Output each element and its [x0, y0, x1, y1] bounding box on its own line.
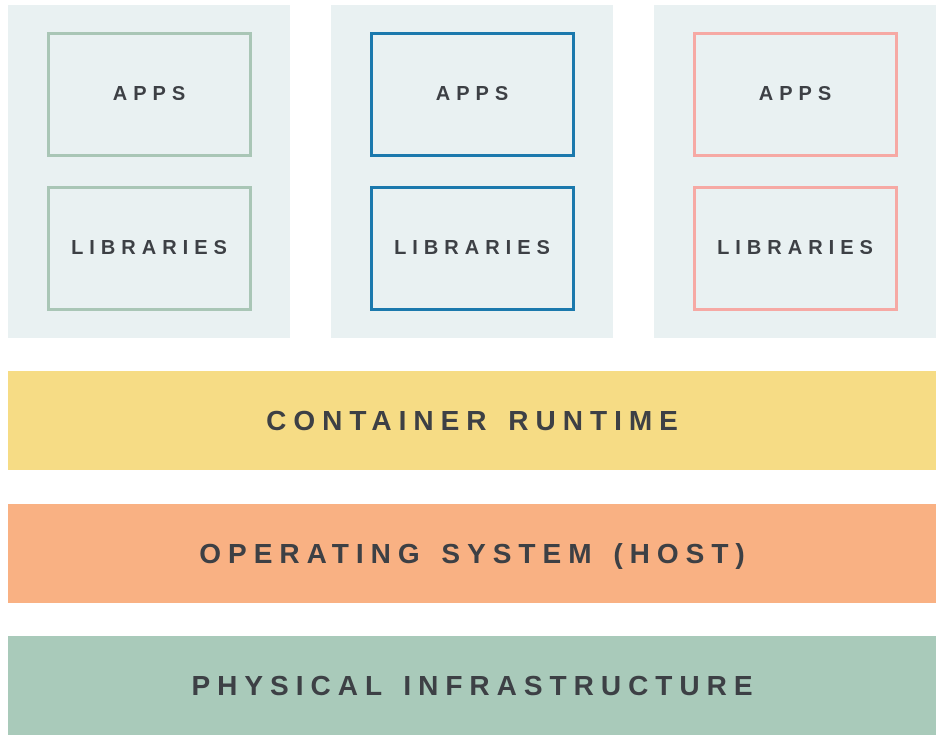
- container-panel-1: APPS LIBRARIES: [8, 5, 290, 338]
- container-panel-2: APPS LIBRARIES: [331, 5, 613, 338]
- container-2-libraries-box: LIBRARIES: [369, 186, 575, 311]
- physical-infrastructure-layer: PHYSICAL INFRASTRUCTURE: [8, 636, 936, 735]
- containers-row: APPS LIBRARIES APPS LIBRARIES APPS LIBRA…: [8, 5, 936, 338]
- container-3-libraries-label: LIBRARIES: [717, 237, 879, 259]
- physical-infrastructure-label: PHYSICAL INFRASTRUCTURE: [191, 669, 760, 701]
- container-1-apps-label: APPS: [112, 83, 192, 105]
- operating-system-layer: OPERATING SYSTEM (HOST): [8, 504, 936, 603]
- container-runtime-layer: CONTAINER RUNTIME: [8, 371, 936, 470]
- operating-system-label: OPERATING SYSTEM (HOST): [199, 537, 752, 569]
- container-2-apps-box: APPS: [369, 32, 575, 157]
- container-panel-3: APPS LIBRARIES: [654, 5, 936, 338]
- container-3-apps-label: APPS: [758, 83, 838, 105]
- container-runtime-label: CONTAINER RUNTIME: [266, 404, 685, 436]
- container-1-libraries-box: LIBRARIES: [46, 186, 252, 311]
- container-3-apps-box: APPS: [692, 32, 898, 157]
- container-1-libraries-label: LIBRARIES: [71, 237, 233, 259]
- container-1-apps-box: APPS: [46, 32, 252, 157]
- container-2-apps-label: APPS: [435, 83, 515, 105]
- container-2-libraries-label: LIBRARIES: [394, 237, 556, 259]
- container-3-libraries-box: LIBRARIES: [692, 186, 898, 311]
